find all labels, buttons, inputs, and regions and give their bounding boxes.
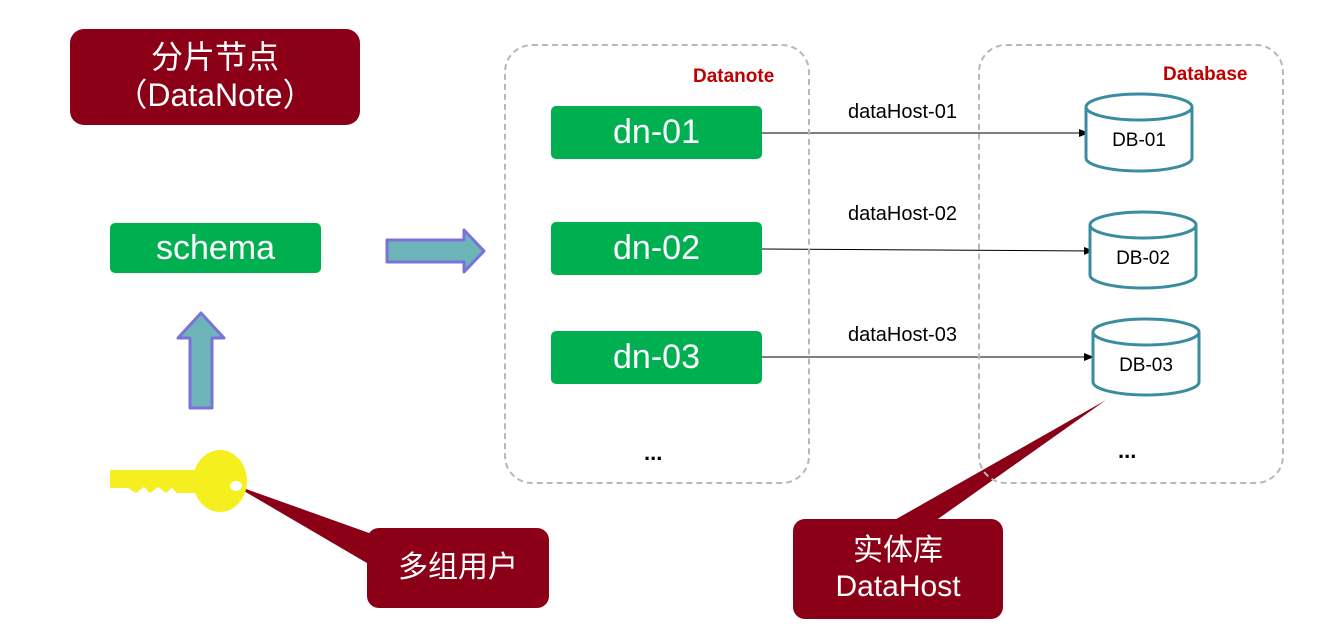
datanote-group-title: Datanote bbox=[693, 66, 775, 87]
database-group-title: Database bbox=[1163, 64, 1248, 85]
db-label-02: DB-02 bbox=[1116, 248, 1170, 269]
datahost-label-02: dataHost-02 bbox=[848, 203, 957, 225]
datanote-title-box: 分片节点 （DataNote） bbox=[70, 29, 360, 125]
users-callout-pointer bbox=[232, 484, 400, 566]
users-callout-label: 多组用户 bbox=[398, 551, 518, 584]
database-ellipsis: ... bbox=[1118, 438, 1137, 463]
up-block-arrow-icon bbox=[176, 311, 226, 410]
datanode-dn-02: dn-02 bbox=[551, 222, 762, 275]
datahost-label-03: dataHost-03 bbox=[848, 324, 957, 346]
title-line-2: （DataNote） bbox=[115, 77, 315, 113]
datahost-callout-line-1: 实体库 bbox=[853, 534, 943, 567]
db-label-03: DB-03 bbox=[1119, 355, 1173, 376]
title-line-1: 分片节点 bbox=[150, 39, 279, 75]
datahost-callout-line-2: DataHost bbox=[835, 570, 961, 603]
database-cylinder-icon bbox=[1088, 210, 1198, 290]
database-cylinder-icon bbox=[1091, 317, 1201, 397]
database-group bbox=[978, 44, 1284, 484]
key-icon bbox=[110, 450, 247, 512]
datanote-group bbox=[504, 44, 810, 484]
right-block-arrow-icon bbox=[385, 228, 486, 274]
connector-arrow-2 bbox=[761, 246, 1094, 255]
users-callout: 多组用户 bbox=[367, 528, 549, 608]
schema-node: schema bbox=[110, 223, 321, 273]
datanode-dn-01: dn-01 bbox=[551, 106, 762, 159]
datanode-dn-03: dn-03 bbox=[551, 331, 762, 384]
db-label-01: DB-01 bbox=[1112, 130, 1166, 151]
datahost-label-01: dataHost-01 bbox=[848, 101, 957, 123]
database-cylinder-icon bbox=[1084, 92, 1194, 173]
datanote-ellipsis: ... bbox=[644, 440, 663, 465]
datahost-callout: 实体库 DataHost bbox=[793, 519, 1003, 619]
